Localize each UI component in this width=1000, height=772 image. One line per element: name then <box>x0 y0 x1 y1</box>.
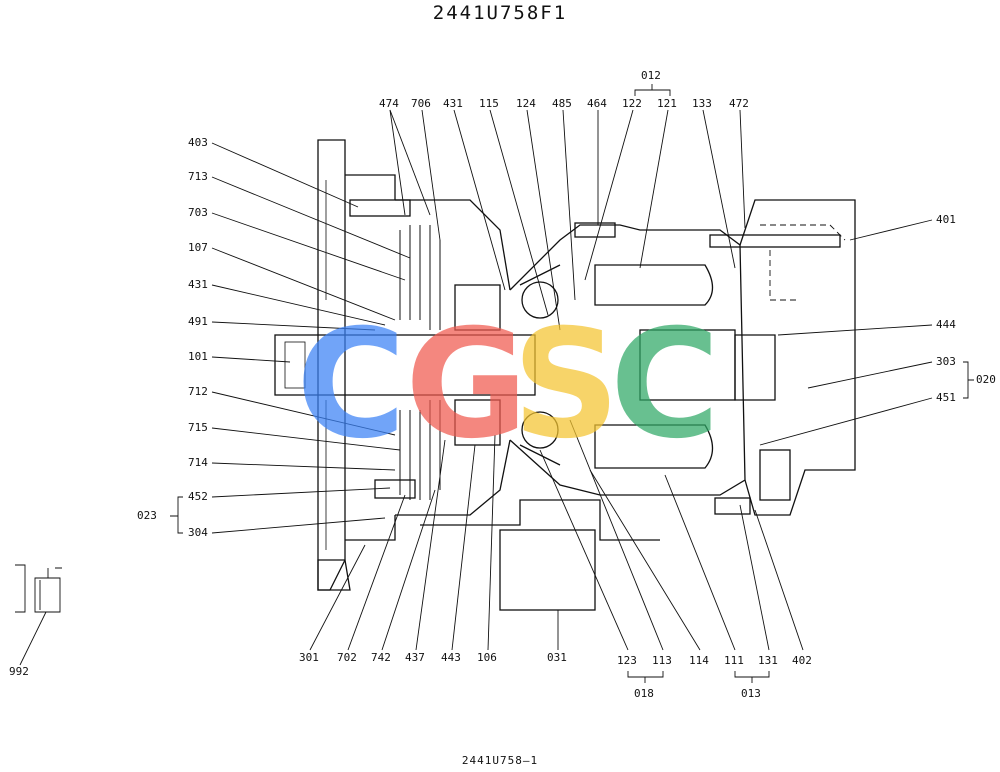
callout-label: 304 <box>188 526 208 539</box>
group-label: 023 <box>137 509 157 522</box>
group-label: 013 <box>741 687 761 700</box>
callout-label: 101 <box>188 350 208 363</box>
group-label: 020 <box>976 373 996 386</box>
callout-label: 491 <box>188 315 208 328</box>
callout-label: 133 <box>692 97 712 110</box>
group-label: 012 <box>641 69 661 82</box>
callout-label: 111 <box>724 654 744 667</box>
callout-label: 443 <box>441 651 461 664</box>
callout-label: 301 <box>299 651 319 664</box>
callout-label: 474 <box>379 97 399 110</box>
callout-label: 121 <box>657 97 677 110</box>
callout-label: 712 <box>188 385 208 398</box>
callout-label: 114 <box>689 654 709 667</box>
drawing-footer: 2441U758—1 <box>461 754 539 767</box>
callout-label: 403 <box>188 136 208 149</box>
callout-label: 472 <box>729 97 749 110</box>
callout-label: 131 <box>758 654 778 667</box>
callout-label: 123 <box>617 654 637 667</box>
callout-label: 113 <box>652 654 672 667</box>
watermark-letter-c: C <box>296 298 407 472</box>
callout-label: 714 <box>188 456 208 469</box>
callout-label: 124 <box>516 97 536 110</box>
callout-label: 303 <box>936 355 956 368</box>
callout-label: 715 <box>188 421 208 434</box>
callout-label: 431 <box>443 97 463 110</box>
callout-label: 464 <box>587 97 607 110</box>
callout-label: 031 <box>547 651 567 664</box>
group-label: 018 <box>634 687 654 700</box>
watermark-letter-c2: C <box>610 298 721 472</box>
callout-label: 706 <box>411 97 431 110</box>
callout-label: 437 <box>405 651 425 664</box>
callout-label: 122 <box>622 97 642 110</box>
callout-label: 713 <box>188 170 208 183</box>
callout-label: 431 <box>188 278 208 291</box>
callout-label: 402 <box>792 654 812 667</box>
watermark-letter-s: S <box>512 298 621 472</box>
callout-label: 702 <box>337 651 357 664</box>
callout-label: 444 <box>936 318 956 331</box>
drawing-title: 2441U758F1 <box>432 2 568 24</box>
callout-label: 106 <box>477 651 497 664</box>
callout-label: 742 <box>371 651 391 664</box>
callout-label: 107 <box>188 241 208 254</box>
callout-label: 703 <box>188 206 208 219</box>
callout-label: 115 <box>479 97 499 110</box>
callout-label: 452 <box>188 490 208 503</box>
callout-label: 992 <box>9 665 29 678</box>
watermark-letter-g: G <box>405 298 529 472</box>
callout-label: 485 <box>552 97 572 110</box>
callout-label: 401 <box>936 213 956 226</box>
callout-label: 451 <box>936 391 956 404</box>
